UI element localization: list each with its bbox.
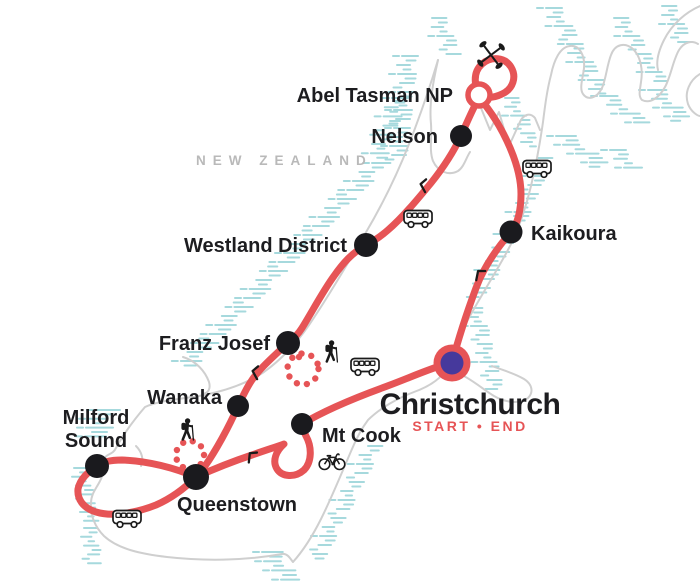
stop-label-nelson: Nelson — [371, 126, 438, 148]
stop-marker-queenstown — [183, 464, 209, 490]
stop-marker-mt-cook — [291, 413, 313, 435]
stop-marker-franz-josef — [276, 331, 300, 355]
stop-label-christchurch: Christchurch — [380, 388, 561, 421]
stop-markers — [85, 81, 523, 490]
route-side-trip-franz — [284, 350, 322, 388]
region-label: NEW ZEALAND — [196, 153, 373, 168]
bus-icon — [112, 509, 142, 529]
coastline — [89, 5, 700, 563]
stop-label-mt-cook: Mt Cook — [322, 425, 402, 447]
stop-marker-wanaka — [227, 395, 249, 417]
route-side-trip-franz-dot — [295, 353, 303, 361]
stop-marker-christchurch-start-end — [433, 344, 471, 382]
bus-icon — [522, 159, 552, 179]
stop-label-queenstown: Queenstown — [177, 494, 297, 516]
bus-icon — [403, 209, 433, 229]
bicycle-icon — [318, 453, 346, 471]
stop-marker-kaikoura — [499, 220, 523, 244]
stop-label-wanaka: Wanaka — [147, 387, 223, 409]
stop-label-milford-line1: Milford — [63, 407, 130, 429]
stop-marker-abel-tasman — [465, 81, 493, 109]
stop-label-kaikoura: Kaikoura — [531, 223, 617, 245]
tour-route — [74, 55, 525, 518]
stop-marker-westland — [354, 233, 378, 257]
bus-icon — [350, 357, 380, 377]
water-texture — [71, 5, 694, 581]
route-milford-loop — [74, 456, 200, 518]
map-labels: NEW ZEALAND Abel Tasman NP Nelson Kaikou… — [63, 85, 618, 516]
stop-marker-nelson — [450, 125, 472, 147]
stop-label-franz-josef: Franz Josef — [159, 333, 270, 355]
stop-label-milford-line2: Sound — [65, 430, 127, 452]
start-end-label: START • END — [412, 418, 527, 434]
hiker-icon — [323, 338, 340, 364]
stop-marker-milford — [85, 454, 109, 478]
stop-label-abel-tasman: Abel Tasman NP — [297, 85, 453, 107]
route-mtcook-leg — [192, 362, 444, 481]
stop-label-westland: Westland District — [184, 235, 347, 257]
hiker-icon — [179, 416, 196, 442]
